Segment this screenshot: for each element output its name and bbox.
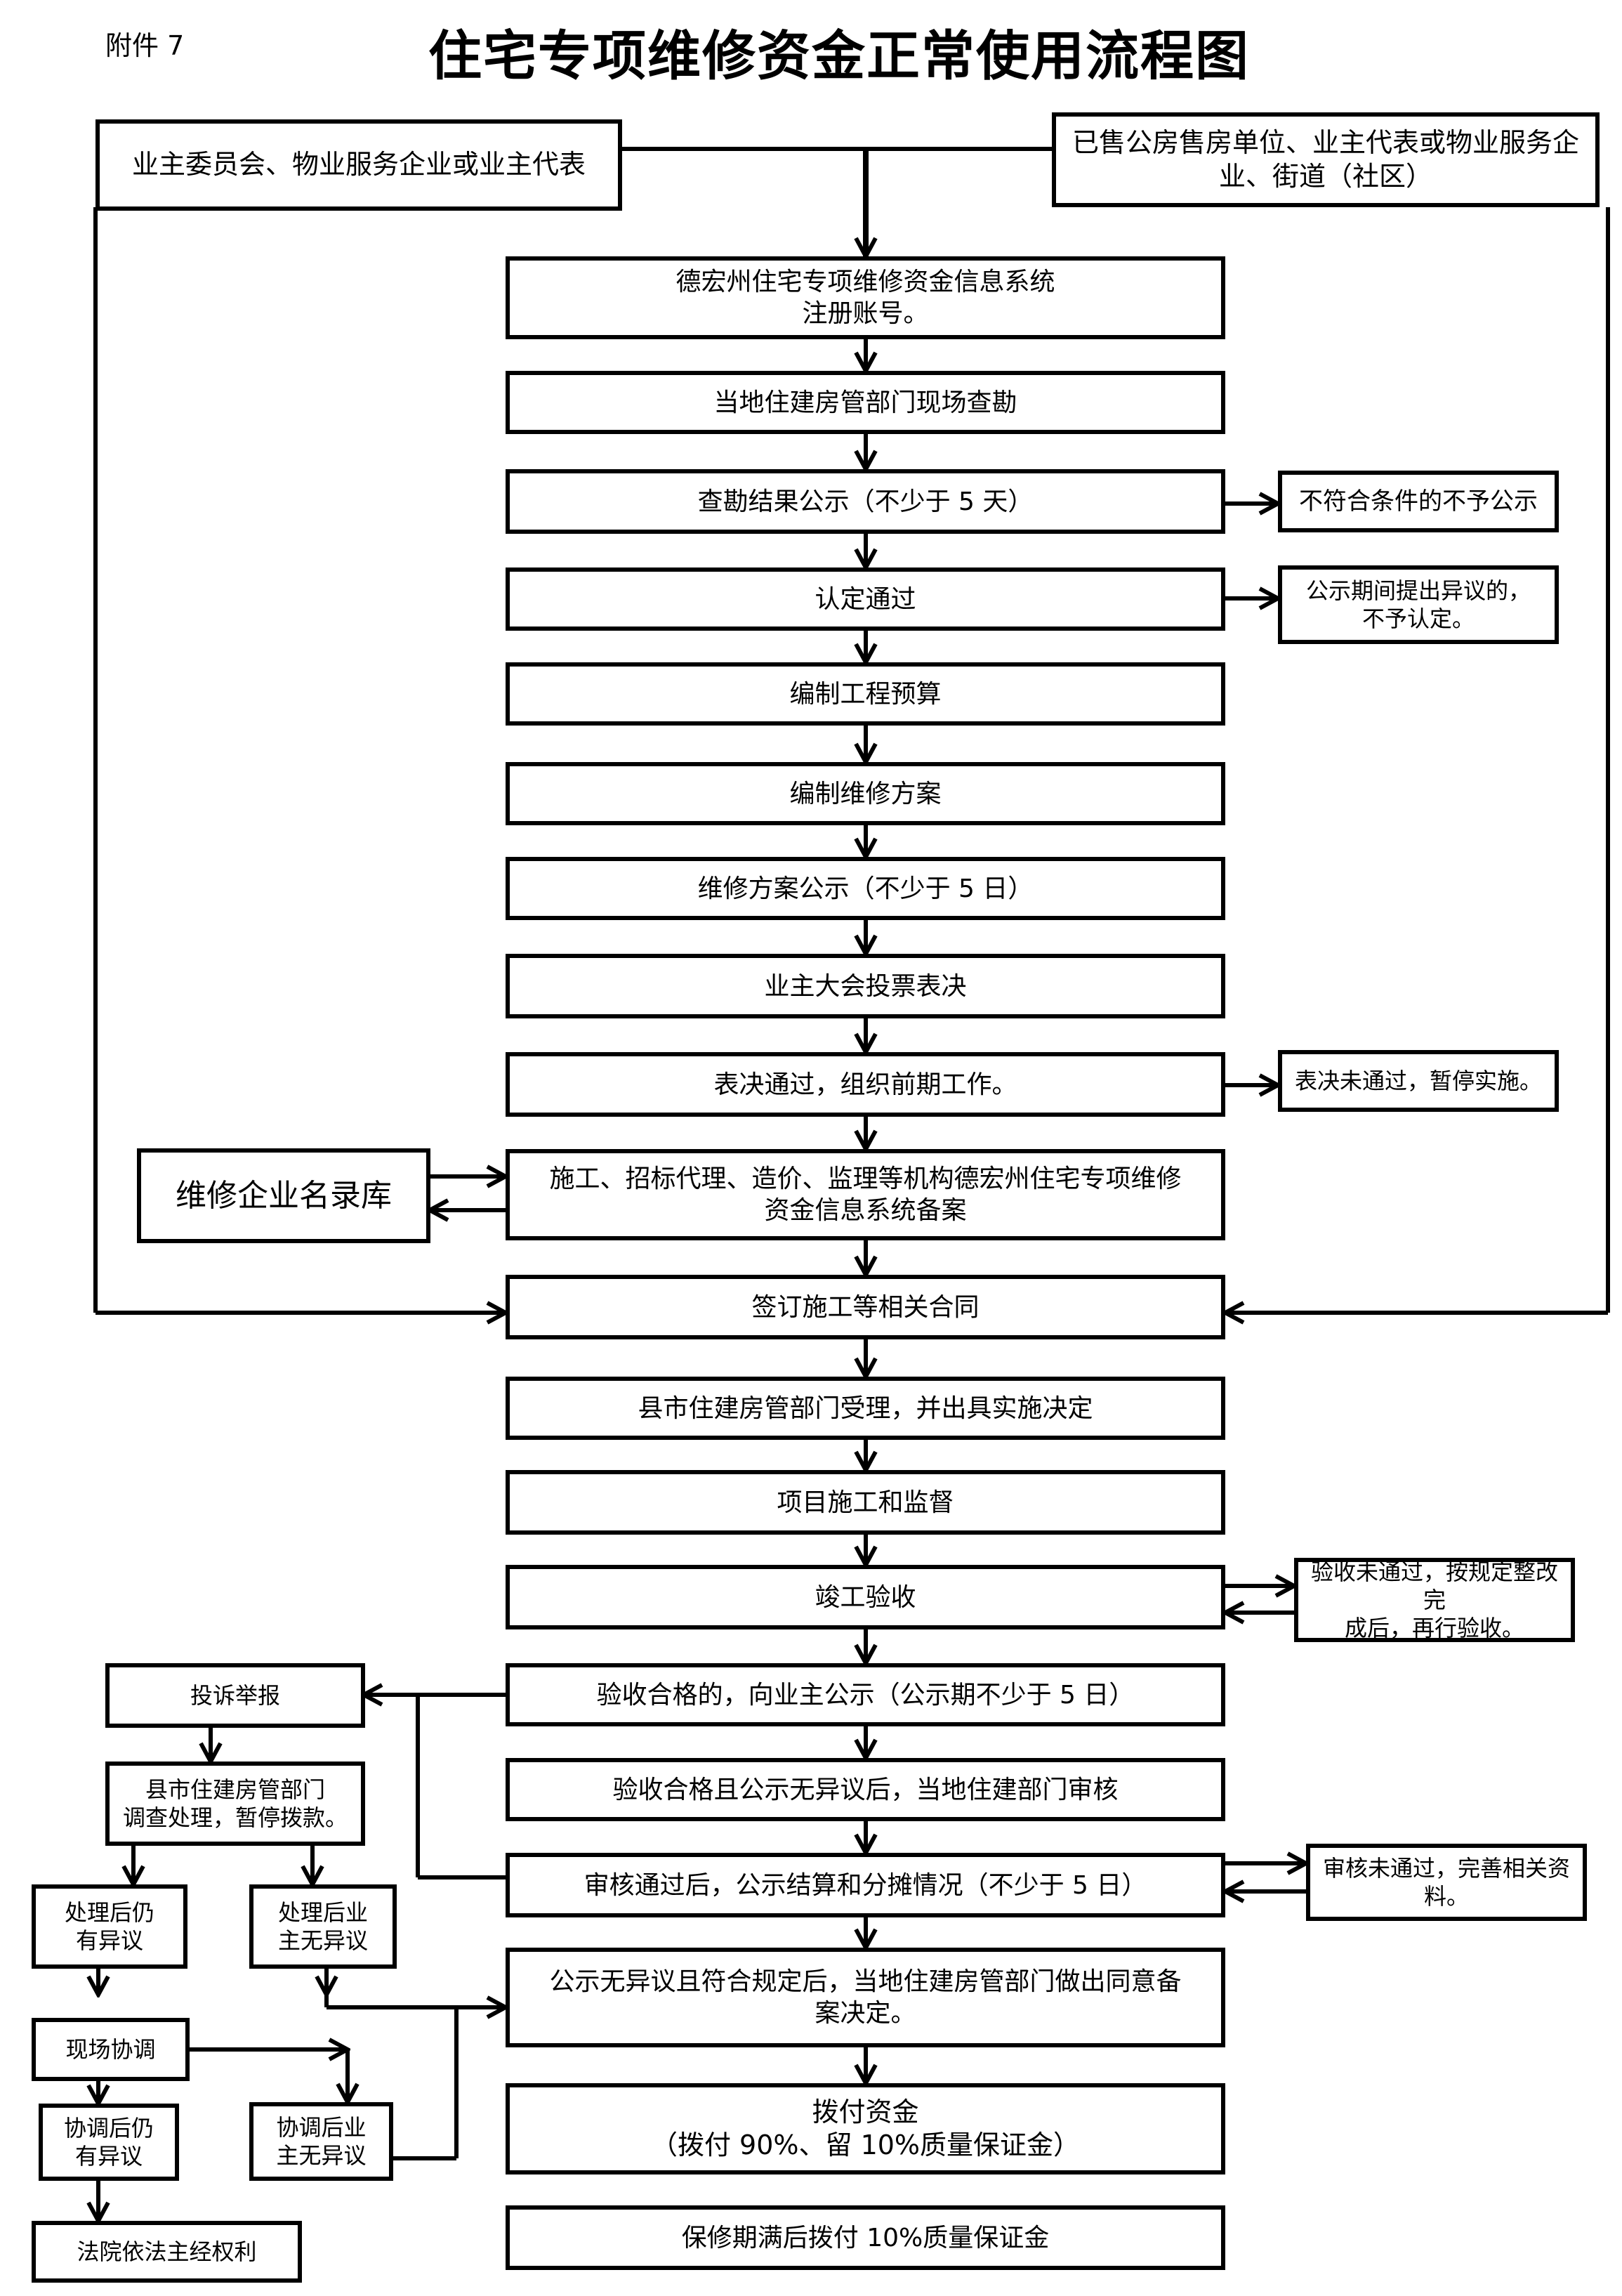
node-onsite-mediation: 现场协调 [32, 2018, 190, 2081]
node-county-accept: 县市住建房管部门受理，并出具实施决定 [506, 1377, 1225, 1440]
node-approved: 认定通过 [506, 568, 1225, 631]
node-construction: 项目施工和监督 [506, 1470, 1225, 1535]
node-disburse: 拨付资金（拨付 90%、留 10%质量保证金） [506, 2083, 1225, 2174]
node-budget: 编制工程预算 [506, 662, 1225, 726]
node-vote-failed: 表决未通过，暂停实施。 [1278, 1050, 1559, 1112]
node-no-objection: 处理后业主无异议 [249, 1884, 397, 1969]
node-acceptance-publicity: 验收合格的，向业主公示（公示期不少于 5 日） [506, 1663, 1225, 1726]
node-plan-publicity: 维修方案公示（不少于 5 日） [506, 857, 1225, 920]
node-sold-housing: 已售公房售房单位、业主代表或物业服务企业、街道（社区） [1052, 112, 1600, 207]
node-mediation-still-objection: 协调后仍有异议 [39, 2104, 179, 2181]
node-plan: 编制维修方案 [506, 762, 1225, 825]
page-title: 住宅专项维修资金正常使用流程图 [428, 25, 1250, 87]
node-filing: 施工、招标代理、造价、监理等机构德宏州住宅专项维修资金信息系统备案 [506, 1149, 1225, 1240]
node-filing-decision: 公示无异议且符合规定后，当地住建房管部门做出同意备案决定。 [506, 1948, 1225, 2047]
node-audit-failed: 审核未通过，完善相关资料。 [1306, 1844, 1587, 1921]
node-settlement-publicity: 审核通过后，公示结算和分摊情况（不少于 5 日） [506, 1853, 1225, 1917]
node-completion: 竣工验收 [506, 1565, 1225, 1629]
node-acceptance-failed: 验收未通过，按规定整改完成后，再行验收。 [1294, 1558, 1575, 1642]
node-investigate: 县市住建房管部门调查处理，暂停拨款。 [105, 1762, 365, 1846]
node-survey-publicity: 查勘结果公示（不少于 5 天） [506, 469, 1225, 534]
node-complaint: 投诉举报 [105, 1663, 365, 1728]
node-vote-passed: 表决通过，组织前期工作。 [506, 1052, 1225, 1117]
node-objection-rejected: 公示期间提出异议的，不予认定。 [1278, 565, 1559, 644]
node-court: 法院依法主经权利 [32, 2221, 302, 2283]
node-warranty-release-box: 保修期满后拨付 10%质量保证金 [506, 2205, 1225, 2270]
node-mediation-no-objection: 协调后业主无异议 [249, 2102, 393, 2181]
node-not-qualified: 不符合条件的不予公示 [1278, 471, 1559, 532]
node-audit: 验收合格且公示无异议后，当地住建部门审核 [506, 1758, 1225, 1821]
node-survey: 当地住建房管部门现场查勘 [506, 371, 1225, 434]
node-contract: 签订施工等相关合同 [506, 1275, 1225, 1339]
node-enterprise-directory: 维修企业名录库 [137, 1148, 430, 1243]
node-owner-vote: 业主大会投票表决 [506, 954, 1225, 1018]
node-still-objection: 处理后仍有异议 [32, 1884, 187, 1969]
node-register: 德宏州住宅专项维修资金信息系统注册账号。 [506, 256, 1225, 339]
node-committee: 业主委员会、物业服务企业或业主代表 [95, 119, 622, 211]
attachment-label: 附件 7 [105, 30, 185, 61]
